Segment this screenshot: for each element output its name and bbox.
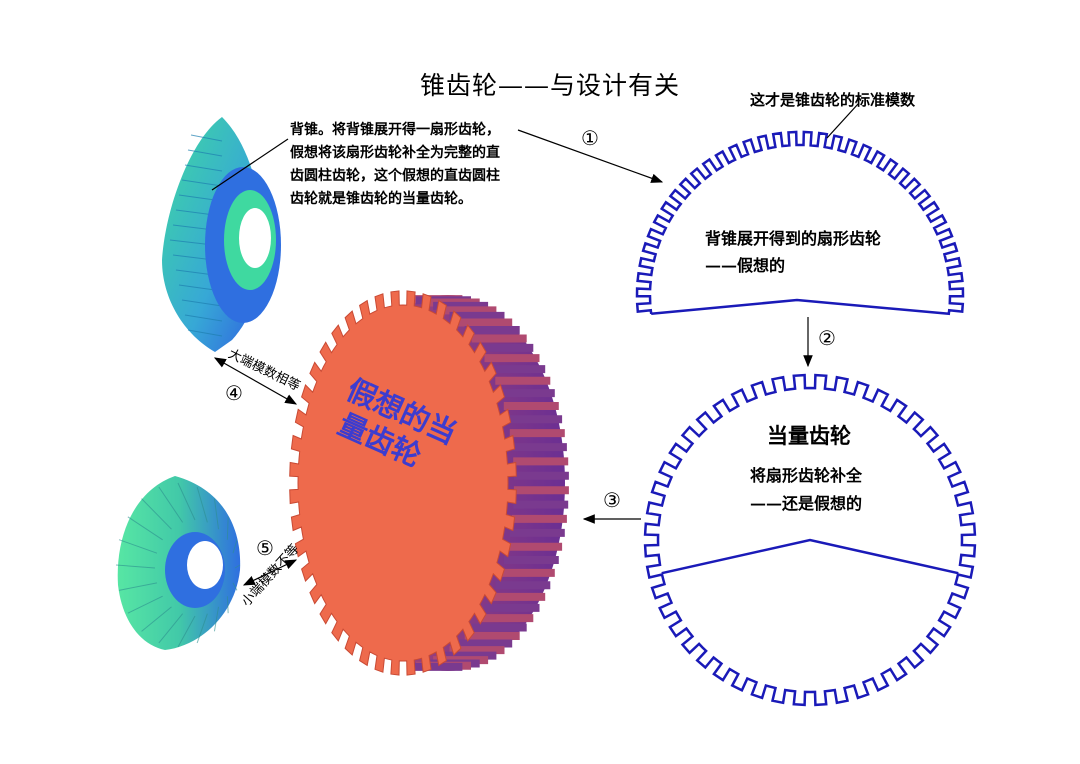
step-number-1: ① bbox=[581, 126, 599, 150]
cylinder-gear-tooth bbox=[507, 415, 563, 424]
cylinder-gear-tooth bbox=[499, 568, 555, 577]
bevel-gear-tooth-line bbox=[115, 564, 156, 569]
bevel-gear-tooth-line bbox=[226, 516, 229, 540]
cylinder-gear-tooth bbox=[484, 603, 540, 612]
cylinder-gear-tooth bbox=[478, 343, 534, 352]
equivalent-gear-note-2: ——还是假想的 bbox=[750, 494, 863, 513]
bevel-gear-tooth-line bbox=[127, 516, 163, 541]
cylinder-gear-tooth bbox=[499, 389, 555, 398]
back-cone-note-line: 齿圆柱齿轮，这个假想的直齿圆柱 bbox=[290, 168, 500, 184]
back-cone-note-line: 齿轮就是锥齿轮的当量齿轮。 bbox=[290, 191, 472, 207]
bevel-gear-tooth-line bbox=[127, 595, 163, 614]
cylinder-gear-tooth bbox=[507, 542, 563, 551]
bevel-gear-tooth-line bbox=[232, 539, 238, 554]
cylinder-gear-tooth bbox=[503, 402, 559, 410]
equivalent-gear-outline bbox=[643, 373, 977, 707]
step-number-3: ③ bbox=[603, 488, 621, 512]
cylinder-gear-tooth bbox=[511, 443, 567, 452]
bevel-gear-tooth-line bbox=[196, 486, 208, 523]
equivalent-gear-title: 当量齿轮 bbox=[767, 424, 851, 448]
cylinder-gear-tooth bbox=[478, 614, 534, 623]
back-cone-note-line: 假想将该扇形齿轮补全为完整的直 bbox=[290, 145, 500, 161]
bevel-gear-tooth-line bbox=[177, 482, 196, 521]
standard-module-leader-line bbox=[826, 103, 859, 139]
cylinder-gear-tooth bbox=[449, 311, 505, 320]
cylinder-gear-tooth bbox=[513, 471, 569, 480]
bevel-gear-tooth-line bbox=[196, 613, 208, 644]
cylinder-gear-tooth bbox=[503, 556, 559, 564]
cylinder-gear-tooth bbox=[471, 334, 527, 343]
cylinder-gear-tooth bbox=[464, 632, 520, 640]
bevel-gear-tooth-line bbox=[184, 314, 223, 322]
bevel-gear-tooth-line bbox=[187, 329, 223, 337]
equivalent-gear-sector-lines bbox=[661, 538, 959, 575]
cylinder-gear-tooth bbox=[495, 581, 551, 590]
back-cone-leader-line bbox=[211, 138, 289, 191]
arrow-5 bbox=[242, 559, 298, 586]
bevel-gear-tooth-line bbox=[190, 134, 223, 142]
bevel-gear-tooth-line bbox=[213, 498, 220, 530]
bevel-gear-tooth-line bbox=[213, 606, 220, 632]
cylinder-gear-tooth bbox=[513, 457, 569, 466]
cylinder-gear-tooth bbox=[495, 376, 551, 385]
cylinder-gear-tooth bbox=[457, 639, 513, 648]
bevel-gear-small-end bbox=[115, 476, 241, 650]
step-number-2: ② bbox=[818, 326, 836, 350]
bevel-gear-tooth-line bbox=[181, 179, 223, 187]
bevel-gear-tooth-line bbox=[187, 149, 223, 157]
bevel-gear-tooth-line bbox=[184, 164, 223, 172]
bevel-gear-large-end bbox=[162, 117, 281, 352]
bevel-gear-tooth-line bbox=[141, 498, 172, 530]
bevel-gear-tooth-line bbox=[118, 582, 158, 591]
cylinder-gear-tooth bbox=[471, 623, 527, 632]
bevel-gear-tooth-line bbox=[232, 582, 238, 591]
cylinder-gear-tooth bbox=[509, 429, 565, 438]
step-number-4: ④ bbox=[225, 381, 243, 405]
bevel-gear-tooth-line bbox=[177, 615, 196, 648]
cylinder-gear-tooth bbox=[457, 318, 513, 327]
cylinder-gear-tooth bbox=[511, 514, 567, 523]
standard-module-note: 这才是锥齿轮的标准模数 bbox=[750, 91, 916, 109]
cylinder-gear-tooth bbox=[484, 354, 540, 363]
cylinder-gear-tooth bbox=[513, 486, 569, 495]
arrow-4 bbox=[213, 357, 298, 405]
cylinder-gear-tooth bbox=[490, 592, 546, 601]
cylinder-gear-tooth bbox=[509, 528, 565, 537]
bevel-gear-tooth-line bbox=[234, 564, 241, 569]
bevel-gear-tooth-line bbox=[158, 613, 184, 644]
cylinder-gear-tooth bbox=[464, 326, 520, 334]
cylinder-gear-tooth bbox=[407, 662, 463, 671]
diagram-title: 锥齿轮——与设计有关 bbox=[420, 71, 681, 100]
cylinder-gear-tooth bbox=[490, 365, 546, 374]
back-cone-note: 背锥。将背锥展开得一扇形齿轮， 假想将该扇形齿轮补全为完整的直 齿圆柱齿轮，这个… bbox=[290, 119, 500, 211]
arrow-1 bbox=[517, 129, 664, 183]
cylinder-gear-tooth bbox=[513, 500, 569, 509]
equivalent-gear-note-1: 将扇形齿轮补全 bbox=[750, 466, 863, 485]
cylinder-gear-face bbox=[289, 290, 517, 676]
sector-gear-outline bbox=[635, 130, 965, 316]
sector-gear-label: 背锥展开得到的扇形齿轮 bbox=[705, 229, 882, 248]
bevel-gear-tooth-line bbox=[118, 539, 158, 554]
bevel-gear-tooth-line bbox=[226, 596, 229, 614]
bevel-gear-tooth-line bbox=[181, 299, 223, 307]
sector-gear-sub-label: ——假想的 bbox=[705, 256, 786, 275]
step-number-5: ⑤ bbox=[256, 536, 274, 560]
bevel-gear-tooth-line bbox=[141, 606, 172, 632]
back-cone-note-line: 背锥。将背锥展开得一扇形齿轮， bbox=[290, 122, 500, 138]
bevel-gear-tooth-line bbox=[158, 486, 184, 523]
